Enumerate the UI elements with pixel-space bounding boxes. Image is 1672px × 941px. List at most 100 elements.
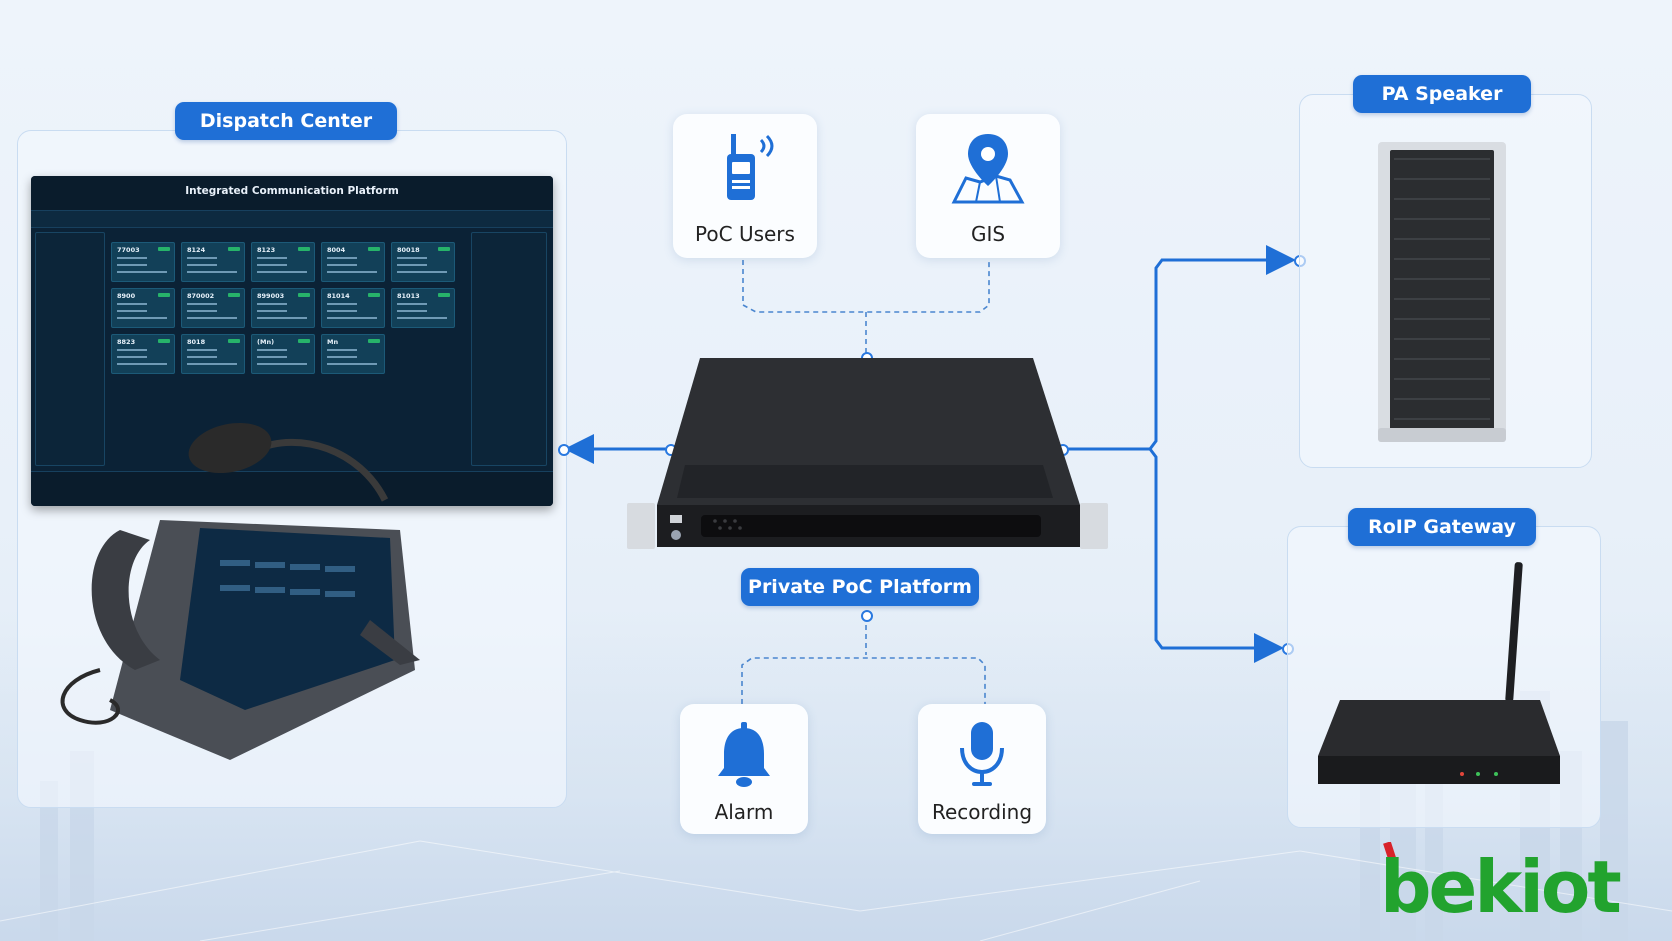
dispatch-desk-phone [60,422,420,760]
tile-detail-line [327,310,357,312]
tile-detail-line [117,310,147,312]
user-tile-label: 899003 [257,292,285,300]
tile-detail-line [257,271,307,273]
status-badge [228,293,240,297]
tile-detail-line [257,349,287,351]
tile-detail-line [397,310,427,312]
tile-detail-line [117,271,167,273]
user-tile[interactable]: 8018 [181,334,245,374]
dispatch-software-screen: Integrated Communication Platform 77003 8… [31,176,553,506]
tile-detail-line [327,349,357,351]
tile-detail-line [397,317,447,319]
tile-detail-line [257,303,287,305]
connector-node-platform-bottom [861,610,873,622]
user-tile[interactable]: 81014 [321,288,385,328]
gis-label: GIS [970,222,1006,246]
tile-detail-line [187,257,217,259]
recording-label: Recording [931,800,1033,824]
user-tile-label: 80018 [397,246,420,254]
tile-detail-line [257,363,307,365]
user-tile[interactable]: 77003 [111,242,175,282]
user-tile[interactable]: 899003 [251,288,315,328]
user-tile-label: 81013 [397,292,420,300]
tile-detail-line [187,349,217,351]
screen-bottom-toolbar [31,471,553,506]
user-tile[interactable]: 8900 [111,288,175,328]
tile-detail-line [117,363,167,365]
gis-card: GIS [916,114,1060,258]
tile-detail-line [187,363,237,365]
pa-speaker-device [1378,142,1506,442]
tile-detail-line [187,317,237,319]
user-tile[interactable]: Mn [321,334,385,374]
user-tile-label: 8004 [327,246,346,254]
screen-filter-bar [31,211,553,228]
user-tile[interactable]: (Mn) [251,334,315,374]
tile-detail-line [117,349,147,351]
tile-detail-line [327,271,377,273]
poc-server-appliance [627,358,1108,549]
user-tile[interactable]: 8124 [181,242,245,282]
tile-detail-line [257,356,287,358]
status-badge [228,339,240,343]
user-tile-label: (Mn) [257,338,275,346]
status-badge [368,293,380,297]
bell-icon [718,722,770,787]
user-tile[interactable]: 81013 [391,288,455,328]
status-badge [158,293,170,297]
status-badge [368,247,380,251]
status-badge [228,247,240,251]
tile-detail-line [187,310,217,312]
status-badge [298,339,310,343]
user-tile-label: 870002 [187,292,215,300]
tile-detail-line [187,271,237,273]
status-badge [298,247,310,251]
tile-detail-line [397,257,427,259]
screen-right-panel [471,232,547,466]
tile-detail-line [187,356,217,358]
user-tile-label: 8900 [117,292,136,300]
svg-text:bekiot: bekiot [1380,845,1620,922]
map-pin-icon [951,134,1025,204]
status-badge [438,293,450,297]
tile-detail-line [327,264,357,266]
status-badge [298,293,310,297]
tile-detail-line [187,303,217,305]
tile-detail-line [117,264,147,266]
walkie-talkie-icon [727,134,774,200]
tile-detail-line [327,303,357,305]
user-tile-label: 8124 [187,246,206,254]
user-tile-label: Mn [327,338,339,346]
screen-sidebar-tree [35,232,105,466]
tile-detail-line [117,317,167,319]
pa-speaker-label: PA Speaker [1353,75,1531,113]
recording-card: Recording [918,704,1046,834]
screen-topbar: Integrated Communication Platform [31,176,553,211]
user-tile[interactable]: 8823 [111,334,175,374]
user-tile-label: 8123 [257,246,276,254]
user-tile[interactable]: 80018 [391,242,455,282]
roip-gateway-device [1318,562,1560,784]
tile-detail-line [117,303,147,305]
roip-gateway-label: RoIP Gateway [1348,508,1536,546]
tile-detail-line [117,356,147,358]
user-tile-label: 81014 [327,292,350,300]
screen-title: Integrated Communication Platform [185,185,399,197]
tile-detail-line [257,257,287,259]
status-badge [158,339,170,343]
microphone-icon [960,722,1004,786]
tile-detail-line [257,310,287,312]
user-tile[interactable]: 870002 [181,288,245,328]
user-tile[interactable]: 8004 [321,242,385,282]
user-tile[interactable]: 8123 [251,242,315,282]
connector-node-left [558,444,570,456]
dispatch-center-label: Dispatch Center [175,102,397,140]
status-badge [158,247,170,251]
status-badge [438,247,450,251]
tile-detail-line [117,257,147,259]
alarm-card: Alarm [680,704,808,834]
tile-detail-line [327,356,357,358]
tile-detail-line [257,317,307,319]
tile-detail-line [327,317,377,319]
